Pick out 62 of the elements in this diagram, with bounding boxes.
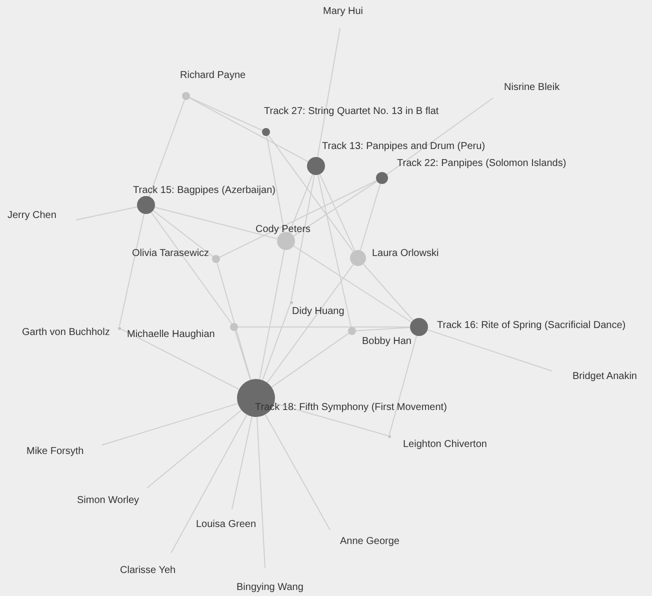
connector-line: [360, 183, 381, 251]
node-label: Garth von Buchholz: [22, 327, 110, 339]
connector-line: [262, 302, 291, 381]
node-label: Michaelle Haughian: [127, 329, 215, 341]
node-label: Anne George: [340, 536, 400, 548]
connector-line: [102, 403, 238, 446]
connector-line: [256, 416, 266, 568]
connector-line: [259, 249, 285, 380]
connector-line: [317, 28, 340, 158]
connector-line: [271, 332, 350, 388]
connector-line: [216, 262, 252, 380]
node-label: Mike Forsyth: [26, 446, 84, 458]
node-label: Cody Peters: [256, 224, 311, 236]
connector-line: [293, 245, 412, 323]
node-label: Bobby Han: [362, 336, 412, 348]
connector-line: [362, 264, 414, 321]
node-label: Bingying Wang: [236, 582, 304, 594]
connector-line: [290, 174, 315, 302]
node-label: Richard Payne: [180, 70, 246, 82]
node-label: Simon Worley: [77, 495, 140, 507]
connector-line: [317, 174, 352, 328]
connector-line: [386, 98, 494, 175]
node-label: Track 22: Panpipes (Solomon Islands): [397, 158, 566, 170]
connector-line: [76, 206, 138, 220]
connector-line: [288, 174, 314, 234]
node-label: Laura Orlowski: [372, 248, 439, 260]
node-label: Jerry Chen: [8, 210, 56, 222]
connector-line: [189, 97, 309, 162]
node-label: Olivia Tarasewicz: [132, 248, 210, 260]
connector-line: [356, 327, 411, 332]
connector-line: [232, 416, 252, 510]
connector-line: [120, 328, 240, 390]
connector-line: [150, 212, 232, 324]
connector-line: [266, 264, 354, 384]
connector-line: [274, 402, 388, 436]
node-label: Leighton Chiverton: [403, 439, 487, 451]
node-label: Track 13: Panpipes and Drum (Peru): [322, 141, 486, 153]
node-label: Louisa Green: [196, 519, 256, 531]
connector-line: [388, 335, 418, 436]
connector-line: [219, 180, 378, 258]
node-label: Bridget Anakin: [572, 371, 637, 383]
node-label: Track 16: Rite of Spring (Sacrificial Dance): [437, 320, 626, 332]
connector-line: [170, 414, 248, 554]
connector-line: [427, 329, 552, 372]
connector-line: [118, 213, 145, 328]
connector-line: [148, 99, 186, 198]
node-label: Clarisse Yeh: [120, 565, 176, 577]
connector-line: [293, 180, 378, 237]
node-label: Track 15: Bagpipes (Azerbaijan): [133, 185, 276, 197]
connector-line: [319, 174, 356, 252]
connector-line: [266, 135, 285, 233]
connector-line: [268, 134, 354, 252]
connector-line: [189, 97, 263, 131]
node-label: Didy Huang: [292, 306, 344, 318]
node-label: Mary Hui: [323, 6, 364, 18]
connector-line: [234, 330, 251, 380]
node-label: Track 27: String Quartet No. 13 in B flat: [264, 106, 439, 118]
connector-line: [146, 410, 242, 488]
connector-line: [264, 414, 330, 530]
connector-line: [154, 206, 278, 240]
node-label: Nisrine Bleik: [504, 82, 560, 94]
connector-line: [152, 210, 214, 258]
